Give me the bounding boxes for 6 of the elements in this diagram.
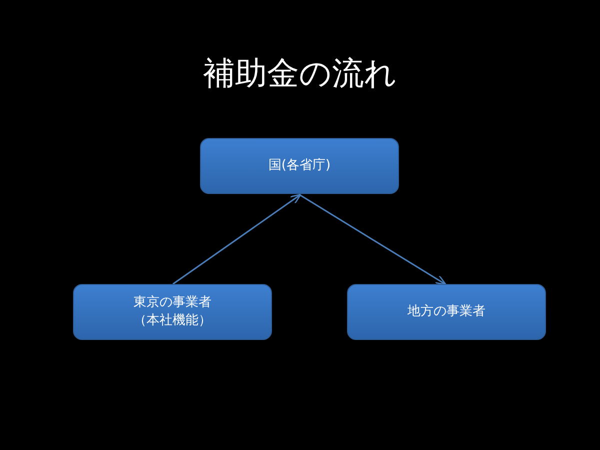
process-box: 地方の事業者 [347,284,546,340]
process-box: 東京の事業者（本社機能） [73,284,272,340]
process-box: 国(各省庁) [200,138,399,194]
title: 補助金の流れ [202,53,398,94]
arrow [300,194,446,286]
arrow [172,194,302,285]
